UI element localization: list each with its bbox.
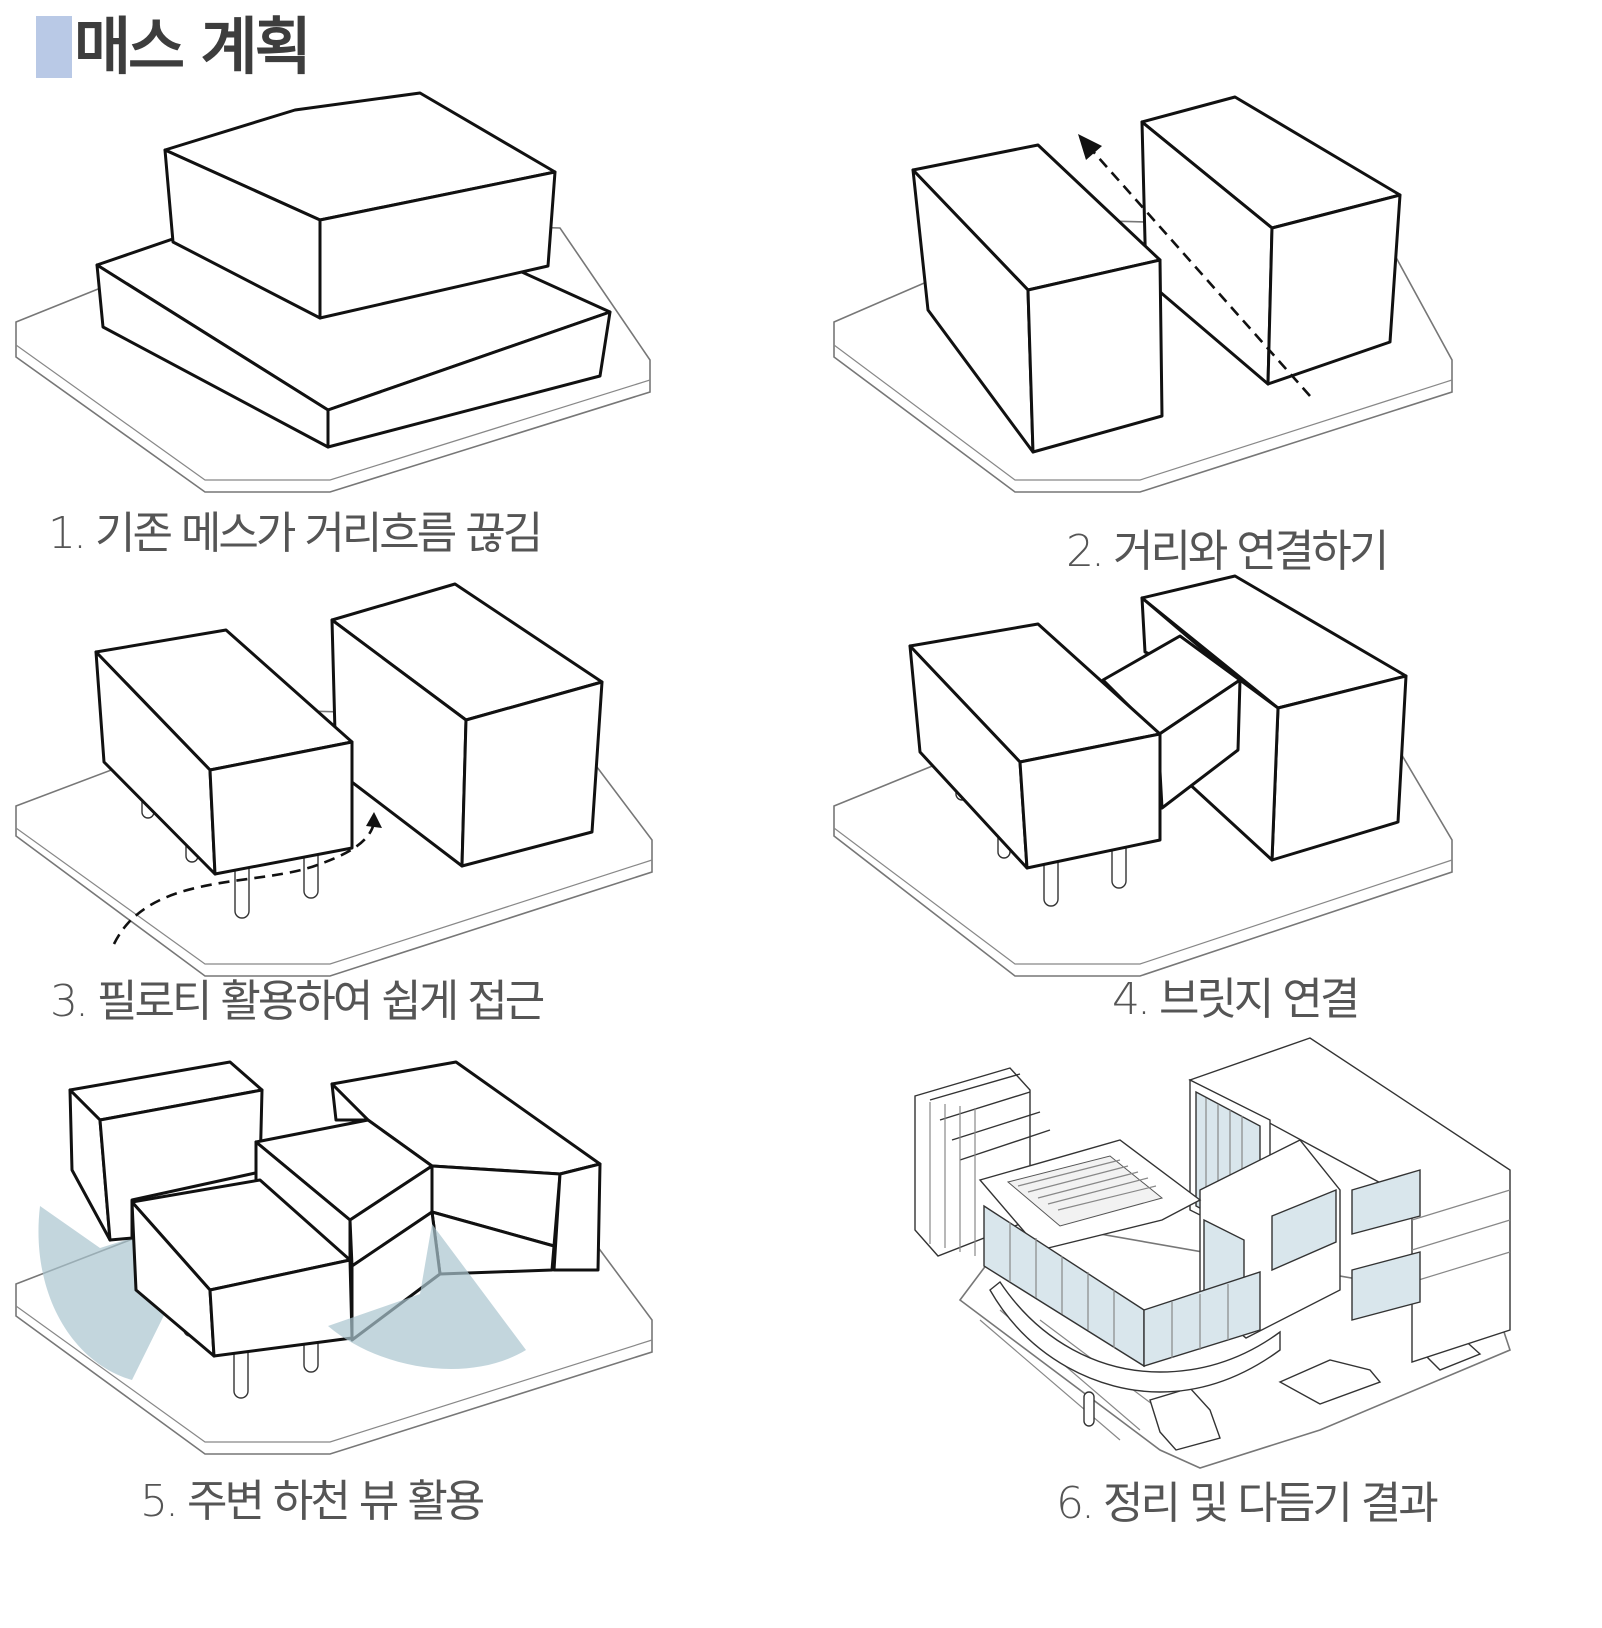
panel-3-caption: 3. 필로티 활용하여 쉽게 접근 [50,976,545,1027]
street-flow-arrow [1078,134,1311,397]
front-mass [130,1178,354,1358]
panel-2-caption: 2. 거리와 연결하기 [1066,526,1389,577]
mass-diagram-3 [15,582,653,977]
panel-6-caption: 6. 정리 및 다듬기 결과 [1056,1478,1439,1529]
title-accent-bar [36,16,72,78]
left-mass [911,143,1164,454]
panel-5-caption: 5. 주변 하천 뷰 활용 [140,1476,485,1527]
mass-diagram-5 [15,1060,653,1455]
mass-diagram-2 [833,95,1453,493]
right-mass [1140,95,1402,386]
left-small-mass [68,1060,264,1242]
panel-1-caption: 1. 기존 메스가 거리흐름 끊김 [48,508,543,559]
mass-diagram-1 [15,91,651,493]
left-mass [94,628,354,876]
right-mass-upper [330,1060,602,1276]
front-glass-block [978,1139,1261,1368]
right-mass [1140,574,1408,862]
right-mass [330,582,604,868]
upper-mass [163,91,557,320]
bridge-mass [254,1118,442,1342]
left-louver-block [914,1067,1051,1257]
panel-4-caption: 4. 브릿지 연결 [1112,974,1360,1025]
curved-terrace [989,1280,1281,1427]
page-title-text: 매스 계획 [74,10,312,83]
final-building-drawing [914,1037,1511,1469]
view-cone-right [328,1224,526,1369]
left-mass [908,622,1162,870]
mass-diagram-4 [833,574,1453,977]
access-path-arrow [112,812,382,945]
page-title: 매스 계획 [36,10,312,83]
